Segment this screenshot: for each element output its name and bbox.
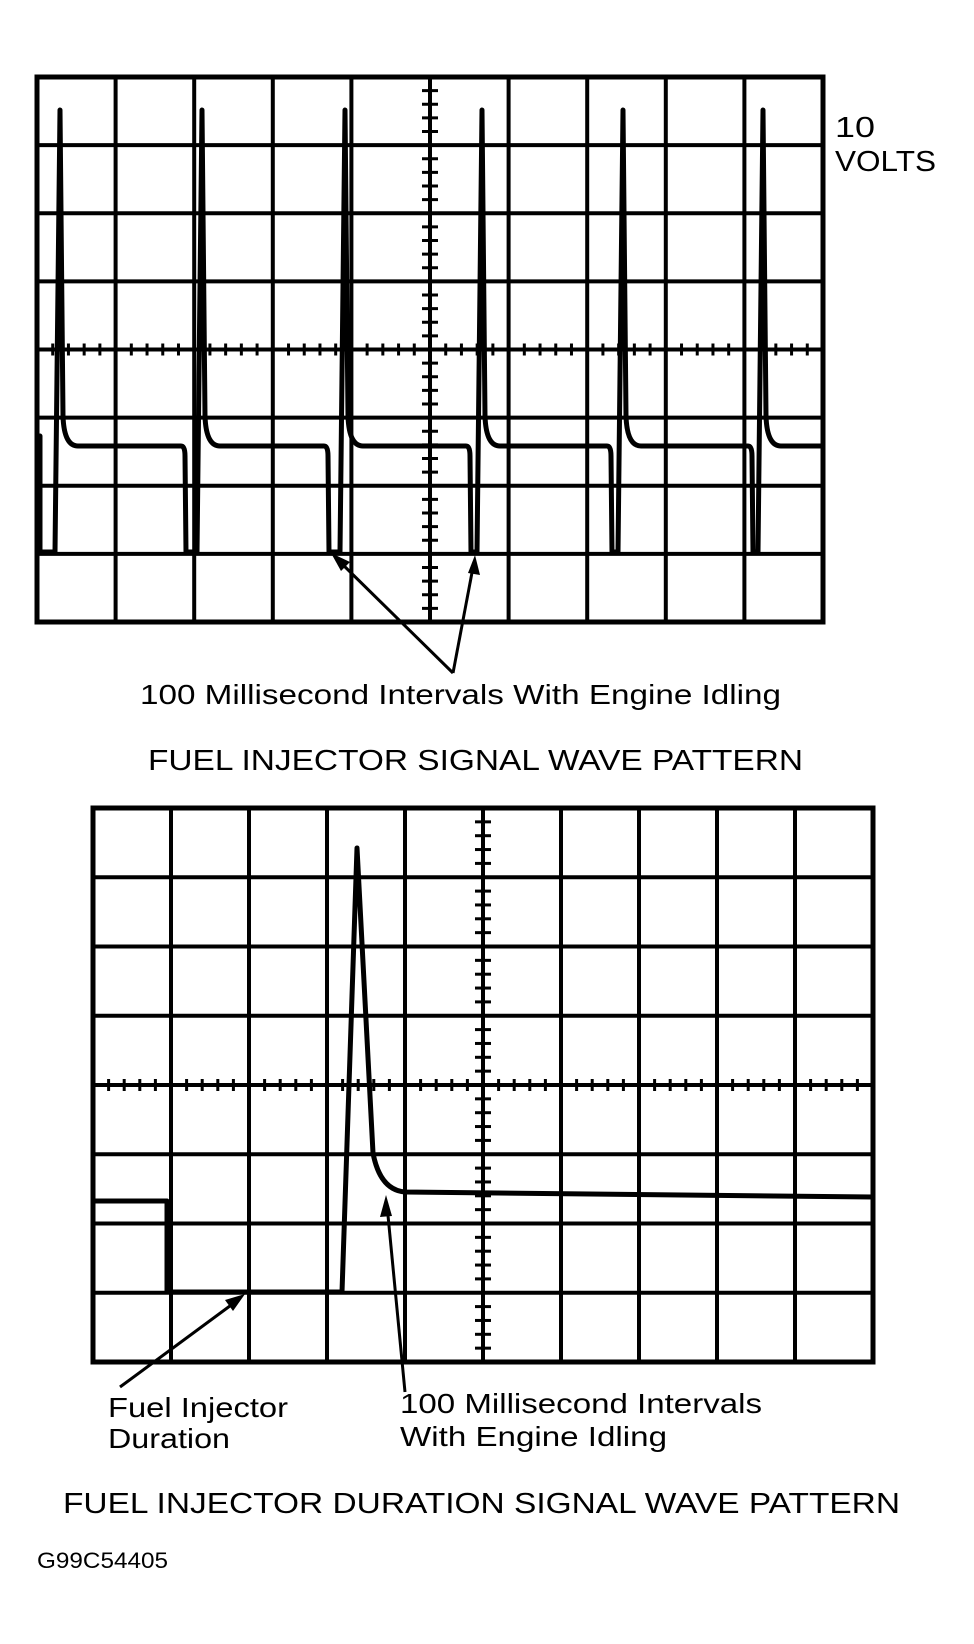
bottom-duration-waveform [90, 845, 876, 1295]
interval-callout-line1: 100 Millisecond Intervals [400, 1388, 762, 1419]
arrow-line [334, 556, 455, 675]
bottom-scope-border [90, 805, 876, 1365]
interval-callout-line2: With Engine Idling [400, 1421, 667, 1452]
duration-arrow-line [119, 1298, 239, 1389]
figure-id: G99C54405 [37, 1548, 168, 1573]
top-scope-border [34, 74, 826, 625]
top-interval-callout: 100 Millisecond Intervals With Engine Id… [140, 679, 781, 710]
duration-callout-line2: Duration [108, 1423, 230, 1454]
top-scale-value: 10 [835, 112, 875, 144]
top-scale-unit: VOLTS [835, 146, 936, 178]
interval-arrow-line [385, 1204, 407, 1393]
top-scope-title: FUEL INJECTOR SIGNAL WAVE PATTERN [148, 745, 803, 777]
arrow-line [451, 561, 476, 674]
top-scope-grid [37, 77, 823, 622]
arrow-head-icon [380, 1195, 392, 1217]
arrow-head-icon [468, 555, 480, 575]
bottom-scope-title: FUEL INJECTOR DURATION SIGNAL WAVE PATTE… [63, 1488, 900, 1520]
arrow-head-icon [225, 1294, 245, 1311]
bottom-callout-arrows [119, 1195, 407, 1393]
arrow-head-icon [331, 553, 350, 571]
bottom-scope-axis-ticks [107, 820, 859, 1350]
top-injector-waveform [37, 107, 825, 555]
duration-callout-line1: Fuel Injector [108, 1392, 288, 1423]
top-callout-arrows [331, 553, 480, 675]
